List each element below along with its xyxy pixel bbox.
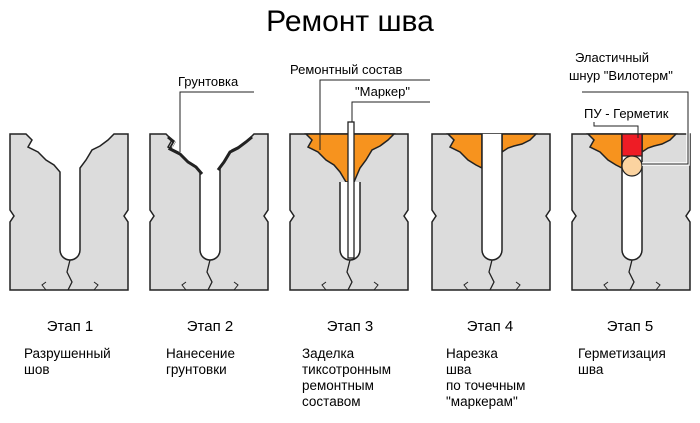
callout-elastic-cord-line1: Эластичный (575, 50, 649, 65)
stage-1-label: Этап 1 (46, 318, 94, 335)
stage-2-desc-line: грунтовки (166, 362, 227, 377)
page-title: Ремонт шва (266, 5, 434, 38)
stage-4-desc-line: "маркерам" (446, 394, 518, 409)
stage-4-desc-line: по точечным (446, 378, 526, 393)
callout-pu-sealant: ПУ - Герметик (584, 106, 669, 121)
stage-4-label: Этап 4 (466, 318, 514, 335)
stage-3-desc-line: составом (302, 394, 361, 409)
stage-5-desc-line: Герметизация (578, 346, 666, 361)
stage-3-desc-line: Заделка (302, 346, 355, 361)
stage-1-desc-line: шов (24, 362, 50, 377)
stage-2-block (149, 91, 269, 291)
stage-4-desc-line: шва (446, 362, 472, 377)
stage-2-label: Этап 2 (186, 318, 234, 335)
callout-primer: Грунтовка (178, 74, 239, 89)
stage-5-label: Этап 5 (606, 318, 654, 335)
stage-2-description: Нанесение грунтовки (166, 346, 235, 378)
stage-3-desc-line: ремонтным (302, 378, 374, 393)
stage-4-description: Нарезка шва по точечным "маркерам" (446, 346, 525, 410)
stage-3-desc-line: тиксотронным (302, 362, 391, 377)
stage-5-block (571, 90, 691, 291)
stage-4-block (431, 133, 551, 291)
stage-3-block (289, 79, 430, 291)
stage-1-block (9, 133, 129, 291)
stage-1-desc-line: Разрушенный (24, 346, 111, 361)
stage-3-description: Заделка тиксотронным ремонтным составом (302, 346, 391, 410)
stage-5-description: Герметизация шва (578, 346, 666, 378)
callout-elastic-cord-line2: шнур "Вилотерм" (569, 68, 673, 83)
stage-4-desc-line: Нарезка (446, 346, 498, 361)
stage-1-description: Разрушенный шов (24, 346, 111, 378)
stage-3-label: Этап 3 (326, 318, 374, 335)
stage-2-desc-line: Нанесение (166, 346, 235, 361)
callout-repair-compound: Ремонтный состав (290, 62, 402, 77)
stage-5-desc-line: шва (578, 362, 604, 377)
callout-marker: "Маркер" (355, 84, 410, 99)
